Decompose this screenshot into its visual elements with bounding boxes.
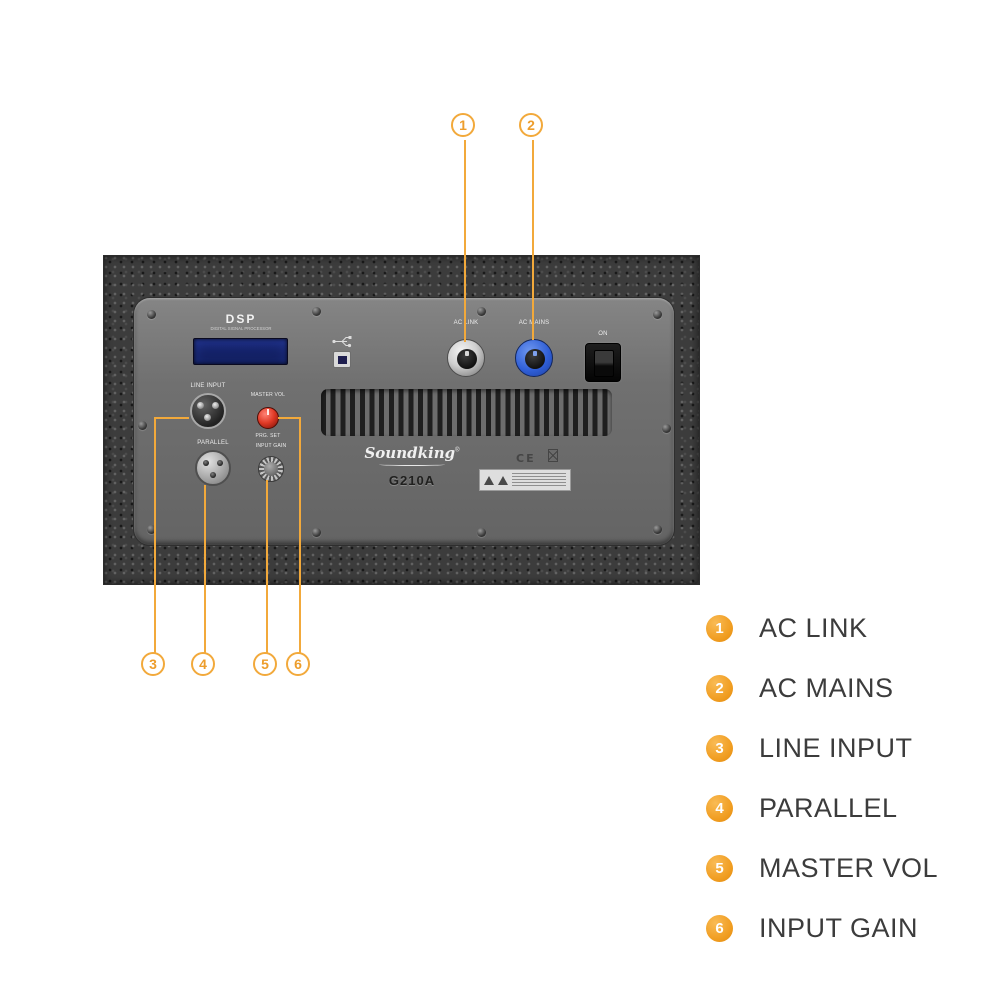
legend-number: 6 [706,914,733,942]
callout-line-3 [154,417,189,419]
screw-icon [477,528,486,537]
legend-item: 6 INPUT GAIN [706,898,938,958]
callout-circle-3: 3 [141,652,165,676]
brand-block: Soundking® G210A [362,444,462,488]
xlr-hole-icon [212,402,219,409]
callout-circle-6: 6 [286,652,310,676]
ac-link-label: AC LINK [453,320,479,326]
xlr-hole-icon [204,414,211,421]
screw-icon [312,307,321,316]
vent-grille [321,389,612,436]
xlr-pin-icon [217,460,223,466]
speaker-cabinet: DSP DIGITAL SIGNAL PROCESSOR AC LINK AC … [103,255,700,585]
legend: 1 AC LINK 2 AC MAINS 3 LINE INPUT 4 PARA… [706,598,938,958]
input-gain-knob [258,456,284,482]
legend-number: 1 [706,614,733,642]
callout-line-2 [532,140,534,340]
callout-line-4 [204,485,206,653]
legend-item: 3 LINE INPUT [706,718,938,778]
line-input-label: LINE INPUT [190,383,226,389]
dsp-section: DSP DIGITAL SIGNAL PROCESSOR [191,312,291,332]
callout-circle-4: 4 [191,652,215,676]
ac-mains-connector [515,339,553,377]
callout-line-5 [266,480,268,653]
callout-circle-1: 1 [451,113,475,137]
power-switch [585,343,621,382]
legend-item: 5 MASTER VOL [706,838,938,898]
legend-item: 2 AC MAINS [706,658,938,718]
usb-port [333,351,351,368]
callout-line-6 [299,417,301,653]
legend-label: LINE INPUT [759,732,913,763]
warning-triangle-icon [498,475,508,485]
weee-bin-icon [548,449,558,462]
parallel-label: PARALLEL [197,440,229,446]
dsp-title: DSP [225,312,257,326]
brand-swoosh-icon [379,463,445,466]
screw-icon [138,421,147,430]
callout-circle-5: 5 [253,652,277,676]
callout-circle-2: 2 [519,113,543,137]
brand-logo: Soundking [364,444,456,462]
prg-set-label: PRG. SET [255,433,281,439]
rocker-icon [594,350,614,377]
legend-number: 3 [706,734,733,762]
spec-sticker [479,469,571,491]
warning-triangle-icon [484,475,494,485]
dsp-subtitle: DIGITAL SIGNAL PROCESSOR [210,326,272,332]
screw-icon [662,424,671,433]
ac-link-connector [447,339,485,377]
legend-number: 2 [706,674,733,702]
screw-icon [477,307,486,316]
power-label: ON [598,331,608,337]
usb-icon [332,336,352,348]
screw-icon [653,310,662,319]
xlr-hole-icon [197,402,204,409]
legend-item: 1 AC LINK [706,598,938,658]
legend-item: 4 PARALLEL [706,778,938,838]
callout-line-1 [464,140,466,342]
xlr-pin-icon [203,460,209,466]
master-vol-label: MASTER VOL [250,392,286,398]
legend-label: MASTER VOL [759,852,939,883]
master-vol-knob [257,407,279,429]
ce-mark: CE [516,452,536,465]
model-label: G210A [388,473,436,488]
parallel-xlr [195,450,231,486]
input-gain-label: INPUT GAIN [255,443,287,449]
amplifier-plate: DSP DIGITAL SIGNAL PROCESSOR AC LINK AC … [134,298,674,545]
legend-number: 5 [706,854,733,882]
dsp-display [193,338,288,365]
legend-label: INPUT GAIN [759,912,919,943]
screw-icon [312,528,321,537]
xlr-pin-icon [210,472,216,478]
legend-label: PARALLEL [759,792,898,823]
screw-icon [147,310,156,319]
screw-icon [147,525,156,534]
callout-line-6 [278,417,301,419]
legend-number: 4 [706,794,733,822]
registered-mark: ® [455,447,460,454]
line-input-xlr [190,393,226,429]
sticker-text-lines [512,473,566,487]
callout-line-3 [154,417,156,653]
legend-label: AC LINK [759,612,868,643]
screw-icon [653,525,662,534]
legend-label: AC MAINS [759,672,894,703]
ac-mains-label: AC MAINS [518,320,550,326]
